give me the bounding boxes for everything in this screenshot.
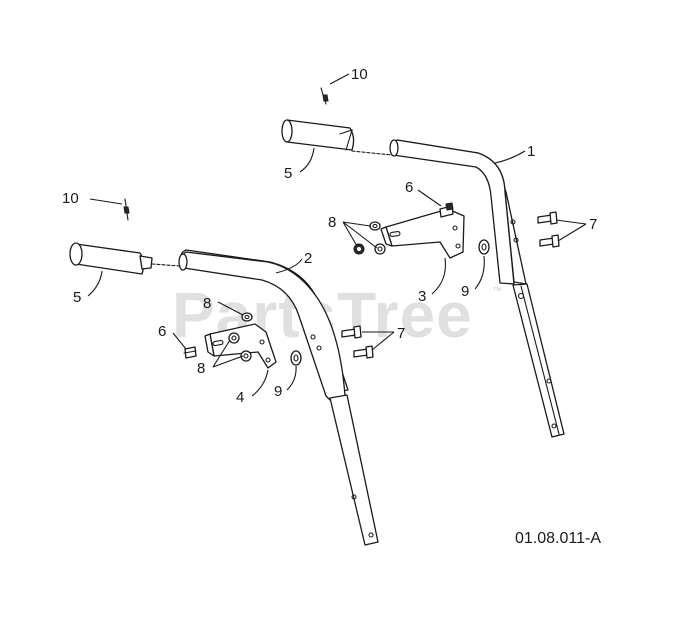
callout-1: 1 [527, 143, 535, 160]
lower-handle-part-2 [178, 249, 379, 546]
grip-lower-part-5 [69, 242, 181, 275]
callout-9-lower: 9 [274, 383, 282, 400]
upper-handle-part-1 [389, 139, 565, 438]
pin-upper-part-10 [320, 87, 329, 105]
grip-upper-part-5 [281, 119, 393, 156]
watermark-trademark: ™ [492, 286, 502, 297]
hardware-lower-part-8 [228, 312, 253, 362]
pin-lower-part-10 [123, 198, 130, 221]
callout-10-upper: 10 [351, 66, 368, 83]
screws-lower-part-7 [341, 325, 374, 359]
callout-6-upper: 6 [405, 179, 413, 196]
callout-7-lower: 7 [397, 325, 405, 342]
spacer-upper-part-9 [478, 239, 490, 255]
leader-lines [87, 73, 587, 397]
callout-9-upper: 9 [461, 283, 469, 300]
callout-10-lower: 10 [62, 190, 79, 207]
callout-8-upper: 8 [328, 214, 336, 231]
bracket-part-4 [204, 323, 277, 369]
screws-upper-part-7 [537, 211, 560, 248]
bracket-part-3 [380, 208, 465, 259]
hardware-upper-part-8 [353, 221, 386, 255]
callout-5-lower: 5 [73, 289, 81, 306]
callout-4: 4 [236, 389, 244, 406]
callout-7-upper: 7 [589, 216, 597, 233]
callout-8-lower-top: 8 [203, 295, 211, 312]
callout-8-lower-bottom: 8 [197, 360, 205, 377]
callout-3: 3 [418, 288, 426, 305]
bolt-upper-part-6 [439, 202, 454, 218]
callout-6-lower: 6 [158, 323, 166, 340]
callout-5-upper: 5 [284, 165, 292, 182]
diagram-code: 01.08.011-A [515, 530, 601, 547]
bolt-lower-part-6 [183, 346, 197, 359]
callout-2: 2 [304, 250, 312, 267]
spacer-lower-part-9 [290, 350, 302, 366]
callout-labels: 10 5 1 6 8 7 3 9 10 2 5 8 6 7 8 4 9 [62, 66, 597, 406]
